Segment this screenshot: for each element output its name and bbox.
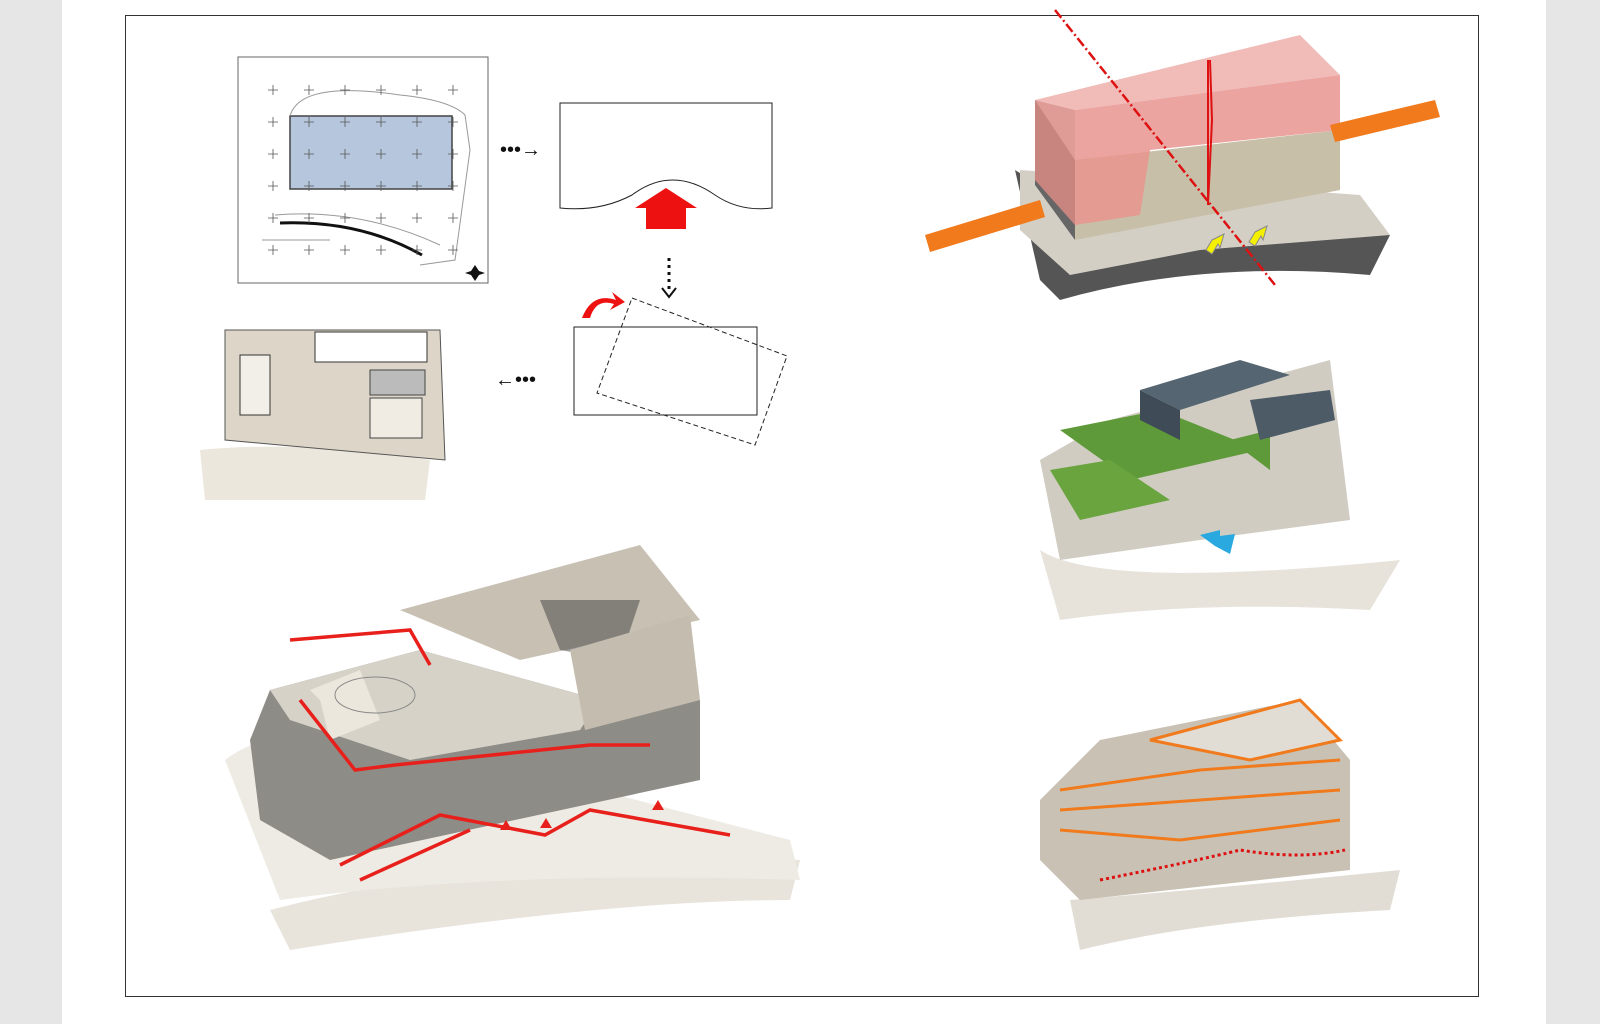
grid-cross [448,149,458,159]
plan-render [200,329,446,500]
grid-cross [448,245,458,255]
grid-cross [340,245,350,255]
massing-diagram-circulation [1040,698,1400,950]
grid-cross [304,245,314,255]
wind-band-left [925,200,1045,252]
grid-cross [376,117,386,127]
grid-cross [268,245,278,255]
grid-cross [268,85,278,95]
site-plan [237,56,489,284]
entry-arrow-icon [1200,530,1235,554]
grid-cross [448,181,458,191]
grid-cross [268,181,278,191]
grid-cross [304,85,314,95]
grid-cross [304,181,314,191]
grid-cross [448,213,458,223]
main-axonometric-circulation [225,545,800,950]
grid-cross [412,213,422,223]
grid-cross [448,117,458,127]
building-footprint [289,115,453,190]
entry-arrow-icon [1205,233,1225,255]
grid-cross [340,85,350,95]
drawing-frame [125,15,1479,997]
grid-cross [268,117,278,127]
grid-cross [340,213,350,223]
wind-band-right [1330,100,1440,142]
grid-cross [412,149,422,159]
road-edge [279,221,423,257]
grid-cross [340,149,350,159]
grid-cross [304,117,314,127]
north-arrow-icon [465,265,485,281]
grid-cross [340,181,350,191]
rotate-arrow-icon [582,292,625,318]
rotated-mass-outline [596,297,788,446]
grid-cross [304,213,314,223]
grid-cross [268,213,278,223]
deformed-mass-plan [559,102,773,210]
massing-diagram-sun-wind [925,9,1440,300]
grid-cross [412,181,422,191]
original-mass-outline [573,326,758,416]
grid-cross [412,117,422,127]
entry-arrow-icon [1248,225,1268,247]
grid-cross [448,85,458,95]
grid-cross [376,245,386,255]
arrow-left-icon: ←••• [495,369,536,391]
grid-cross [376,149,386,159]
circulation-path [289,628,731,882]
grid-cross [268,149,278,159]
grid-cross [376,85,386,95]
push-arrow-icon [635,188,697,229]
axis-line [1054,9,1276,286]
grid-cross [304,149,314,159]
grid-cross [376,213,386,223]
grid-cross [412,245,422,255]
grid-cross [412,85,422,95]
arrow-right-icon: •••→ [500,139,541,161]
grid-cross [376,181,386,191]
arrow-down-icon [661,258,677,299]
massing-diagram-green-roofs [1040,360,1400,620]
grid-cross [340,117,350,127]
